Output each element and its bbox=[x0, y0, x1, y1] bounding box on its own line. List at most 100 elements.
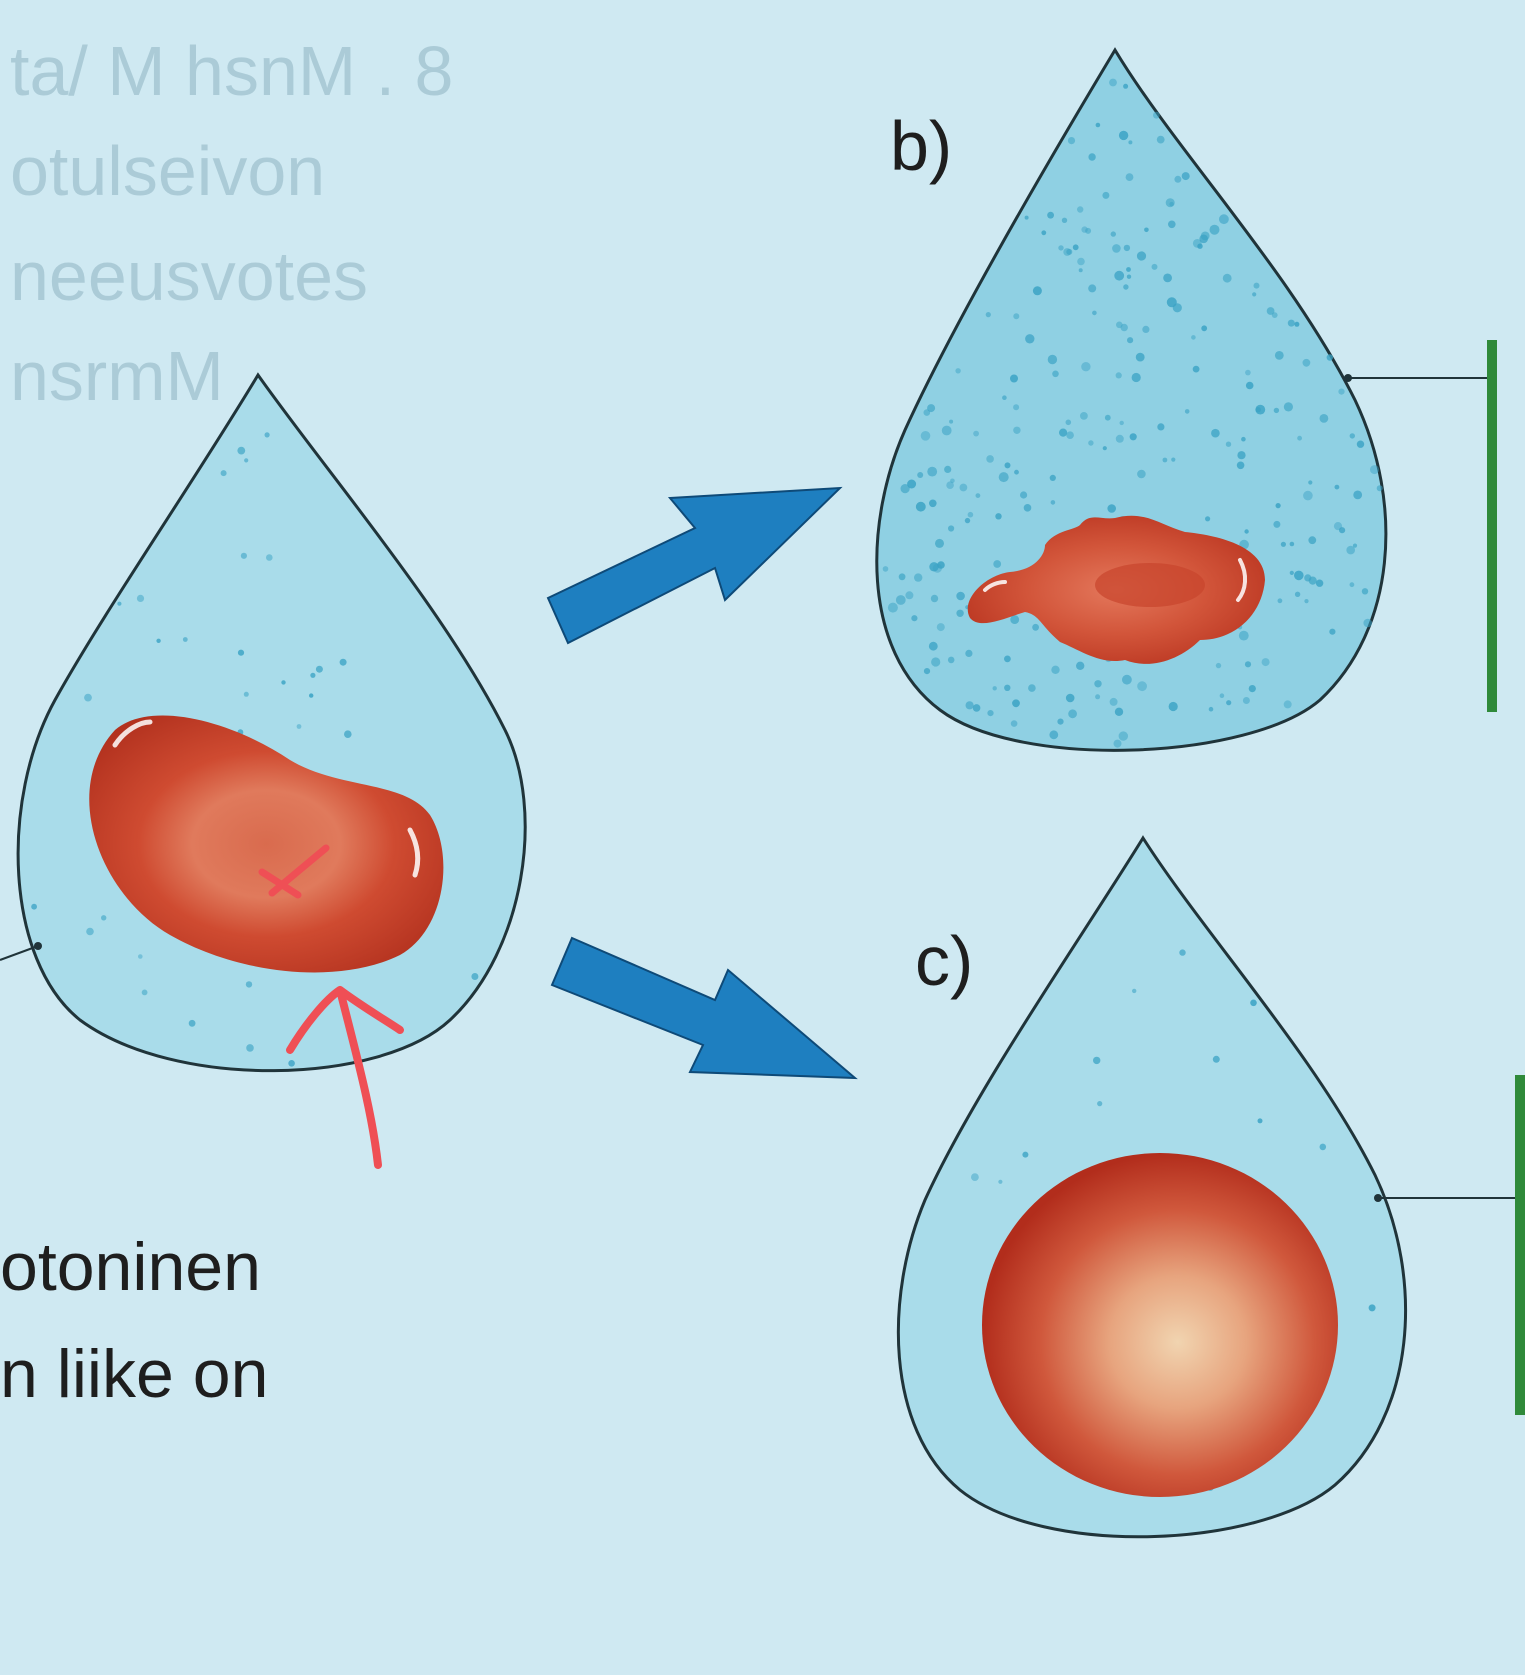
solute-dot bbox=[1085, 227, 1092, 234]
solute-dot bbox=[911, 615, 918, 622]
solute-dot bbox=[315, 665, 323, 673]
pointer-dot-a bbox=[34, 942, 42, 950]
solute-dot bbox=[1225, 441, 1232, 447]
solute-dot bbox=[1088, 284, 1097, 293]
solute-dot bbox=[1049, 730, 1059, 740]
solute-dot bbox=[1250, 999, 1257, 1007]
svg-text:neeusvotes: neeusvotes bbox=[10, 237, 368, 315]
solute-dot bbox=[929, 562, 939, 572]
solute-dot bbox=[1356, 440, 1365, 448]
solute-dot bbox=[993, 560, 1002, 568]
solute-dot bbox=[1028, 684, 1036, 692]
solute-dot bbox=[1245, 381, 1254, 390]
solute-dot bbox=[1065, 419, 1072, 426]
solute-dot bbox=[1244, 529, 1249, 534]
solute-dot bbox=[1126, 267, 1131, 272]
solute-dot bbox=[949, 419, 954, 424]
solute-dot bbox=[1102, 446, 1107, 451]
solute-dot bbox=[935, 538, 944, 548]
solute-dot bbox=[1237, 451, 1246, 460]
solute-dot bbox=[310, 672, 316, 678]
solute-dot bbox=[1020, 491, 1028, 499]
solute-dot bbox=[1118, 731, 1129, 741]
page-text-line-1: otoninen bbox=[0, 1229, 261, 1305]
solute-dot bbox=[937, 561, 945, 569]
solute-dot bbox=[985, 312, 991, 318]
solute-dot bbox=[1261, 658, 1270, 667]
solute-dot bbox=[1115, 372, 1122, 379]
solute-dot bbox=[1156, 135, 1165, 144]
solute-dot bbox=[1294, 321, 1300, 327]
solute-dot bbox=[887, 602, 898, 613]
solute-dot bbox=[1066, 248, 1073, 255]
solute-dot bbox=[1109, 697, 1118, 706]
solute-dot bbox=[1118, 130, 1129, 141]
solute-dot bbox=[1200, 231, 1210, 241]
solute-dot bbox=[1304, 599, 1309, 604]
solute-dot bbox=[1013, 404, 1020, 411]
x-mark-annotation bbox=[258, 844, 330, 899]
solute-dot bbox=[972, 704, 981, 712]
solute-dot bbox=[1174, 175, 1182, 183]
solute-dot bbox=[1041, 230, 1047, 236]
solute-dot bbox=[245, 981, 253, 988]
solute-dot bbox=[1032, 623, 1039, 631]
solute-dot bbox=[1212, 1055, 1220, 1063]
solute-dot bbox=[1032, 286, 1042, 296]
solute-dot bbox=[1093, 1056, 1101, 1065]
solute-dot bbox=[188, 1019, 196, 1027]
solute-dot bbox=[1163, 273, 1172, 283]
cell-highlight-a bbox=[112, 719, 153, 748]
solute-dot bbox=[156, 638, 161, 643]
red-blood-cell-swollen bbox=[982, 1153, 1338, 1497]
solute-dot bbox=[928, 641, 938, 651]
cell-highlight-b bbox=[1236, 558, 1247, 602]
solute-dot bbox=[1329, 628, 1336, 635]
solute-dot bbox=[1126, 274, 1132, 279]
solute-dot bbox=[1222, 273, 1232, 283]
red-arrow-annotation bbox=[286, 986, 404, 1169]
solute-dot bbox=[1333, 522, 1343, 531]
block-arrow-icon bbox=[550, 936, 858, 1080]
solute-dot bbox=[1010, 720, 1018, 727]
solute-dot bbox=[1131, 372, 1141, 383]
cell-b-inner bbox=[1095, 563, 1205, 607]
solute-dot bbox=[1283, 700, 1292, 709]
solute-dot bbox=[1315, 579, 1324, 587]
solute-dot bbox=[288, 1060, 295, 1067]
solute-dot bbox=[1363, 618, 1372, 628]
solute-dot bbox=[138, 954, 143, 959]
solute-dot bbox=[240, 552, 247, 559]
solute-dot bbox=[1326, 354, 1334, 361]
solute-dot bbox=[1319, 1143, 1327, 1151]
solute-dot bbox=[1004, 684, 1011, 691]
solute-dot bbox=[1179, 949, 1186, 956]
cell-highlight-b2 bbox=[983, 580, 1007, 592]
solute-dot bbox=[905, 591, 914, 600]
solute-dot bbox=[882, 566, 889, 572]
solute-dot bbox=[1125, 173, 1134, 182]
solute-dot bbox=[1065, 693, 1075, 703]
solute-dot bbox=[281, 680, 286, 685]
solute-dot bbox=[1081, 362, 1091, 372]
solute-dot bbox=[1010, 615, 1020, 624]
solute-dot bbox=[956, 609, 964, 617]
pointer-line-a bbox=[0, 945, 39, 961]
solute-dot bbox=[1078, 268, 1083, 273]
show-through-text: ta/ M hsnM . 8 otulseivon neeusvotes nsr… bbox=[10, 32, 453, 415]
solute-dot bbox=[1226, 700, 1232, 706]
solute-dot bbox=[1283, 402, 1293, 412]
solute-dot bbox=[1289, 570, 1294, 576]
solute-dot bbox=[917, 472, 924, 478]
page-text: otoninen n liike on bbox=[0, 1229, 268, 1412]
solute-dot bbox=[1289, 541, 1295, 547]
solute-dot bbox=[948, 525, 955, 532]
solute-dot bbox=[1097, 1101, 1103, 1107]
drop-a bbox=[0, 372, 527, 1073]
solute-dot bbox=[1273, 520, 1281, 528]
solute-dot bbox=[1136, 251, 1147, 261]
solute-dot bbox=[995, 513, 1002, 520]
solute-dot bbox=[1128, 140, 1133, 145]
green-bracket-b bbox=[1487, 340, 1497, 712]
